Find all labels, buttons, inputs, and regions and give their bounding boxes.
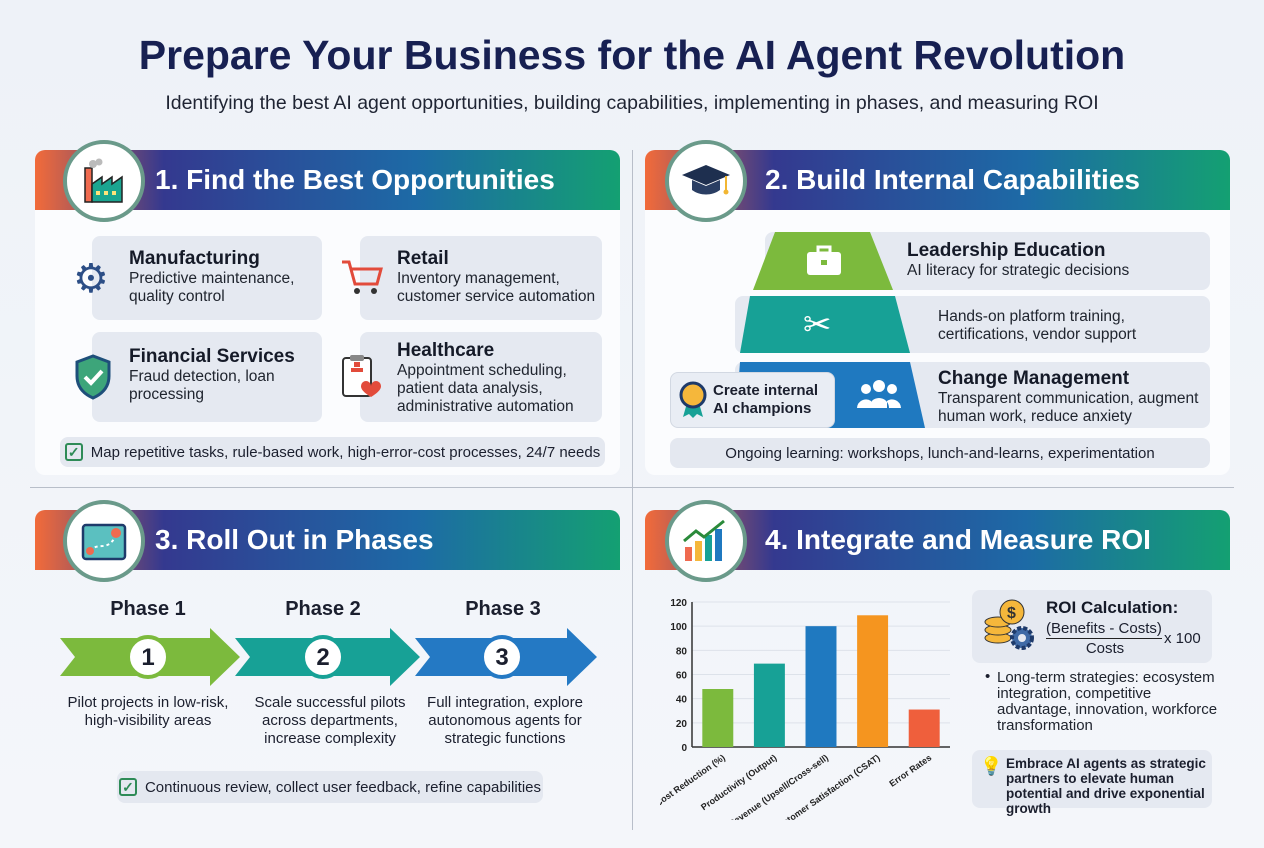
gear-icon: ⚙ bbox=[73, 257, 109, 301]
phase-3-number: 3 bbox=[480, 635, 524, 679]
page-subtitle: Identifying the best AI agent opportunit… bbox=[165, 92, 1099, 114]
tip-box: 💡 Embrace AI agents as strategic partner… bbox=[972, 750, 1212, 816]
opportunities-footer: ✓ Map repetitive tasks, rule-based work,… bbox=[60, 437, 605, 467]
roi-denominator: Costs bbox=[1085, 640, 1125, 657]
roi-numerator: (Benefits - Costs) bbox=[1046, 620, 1162, 639]
card-title: Healthcare bbox=[397, 340, 495, 361]
tip-text: Embrace AI agents as strategic partners … bbox=[1006, 756, 1206, 816]
section-opportunities: 1. Find the Best Opportunities Manufactu… bbox=[35, 140, 620, 475]
vertical-divider bbox=[632, 150, 633, 830]
section-capabilities: 2. Build Internal Capabilities Leadershi… bbox=[645, 140, 1230, 475]
shield-check-icon bbox=[73, 354, 113, 405]
svg-text:$: $ bbox=[1007, 605, 1016, 622]
lightbulb-icon: 💡 bbox=[980, 756, 1003, 776]
card-desc: Predictive maintenance, quality control bbox=[129, 270, 295, 305]
page-title: Prepare Your Business for the AI Agent R… bbox=[138, 32, 1126, 78]
bar-4 bbox=[857, 615, 889, 747]
phases-footer: ✓ Continuous review, collect user feedba… bbox=[117, 771, 543, 803]
tools-icon: ✂ bbox=[803, 306, 832, 344]
phase-2-desc: Scale successful pilots across departmen… bbox=[254, 694, 406, 747]
card-desc: Appointment scheduling, patient data ana… bbox=[397, 362, 574, 415]
award-ribbon-icon bbox=[679, 381, 707, 418]
checkbox-icon: ✓ bbox=[64, 443, 83, 461]
y-tick-label: 60 bbox=[676, 671, 688, 682]
y-tick-label: 120 bbox=[670, 598, 687, 609]
phase-3-desc: Full integration, explore autonomous age… bbox=[427, 694, 583, 747]
bar-3 bbox=[805, 626, 837, 747]
tier-desc: Hands-on platform training, certificatio… bbox=[938, 308, 1137, 343]
card-healthcare: Healthcare Appointment scheduling, patie… bbox=[360, 332, 602, 422]
pyramid-tier-2 bbox=[740, 296, 910, 353]
y-tick-label: 20 bbox=[676, 719, 688, 730]
card-retail: Retail Inventory management, customer se… bbox=[360, 236, 602, 320]
card-title: Retail bbox=[397, 248, 449, 269]
roi-formula-box: $ ROI Calculation: (Benefits - Costs) Co… bbox=[972, 590, 1212, 663]
clipboard-heart-icon bbox=[339, 353, 381, 406]
coins-gear-icon: $ bbox=[984, 599, 1034, 650]
roi-multiplier: x 100 bbox=[1164, 630, 1201, 647]
card-desc: Inventory management, customer service a… bbox=[397, 270, 596, 305]
tier-desc: Transparent communication, augment human… bbox=[938, 390, 1199, 425]
horizontal-divider bbox=[30, 487, 1234, 488]
map-route-icon bbox=[63, 500, 145, 582]
y-tick-label: 40 bbox=[676, 695, 688, 706]
checkbox-icon: ✓ bbox=[118, 778, 137, 796]
card-financial-services: Financial Services Fraud detection, loan… bbox=[92, 332, 322, 422]
footer-text: Ongoing learning: workshops, lunch-and-l… bbox=[725, 444, 1155, 462]
capabilities-footer: Ongoing learning: workshops, lunch-and-l… bbox=[670, 438, 1210, 468]
card-desc: Fraud detection, loan processing bbox=[129, 368, 275, 403]
card-title: Financial Services bbox=[129, 346, 295, 367]
factory-icon bbox=[63, 140, 145, 222]
section-roi: 4. Integrate and Measure ROI bbox=[645, 500, 1230, 582]
phase-1-number: 1 bbox=[126, 635, 170, 679]
bullet-icon: • bbox=[985, 668, 991, 685]
phase-2-label: Phase 2 bbox=[285, 598, 361, 620]
long-term-strategies: Long-term strategies: ecosystem integrat… bbox=[997, 669, 1218, 734]
people-icon bbox=[857, 378, 901, 415]
x-tick-label: Error Rates bbox=[887, 752, 933, 788]
footer-text: Map repetitive tasks, rule-based work, h… bbox=[90, 443, 601, 461]
tier-desc: AI literacy for strategic decisions bbox=[907, 262, 1130, 279]
card-title: Manufacturing bbox=[129, 248, 260, 269]
champions-text: Create internal AI champions bbox=[713, 382, 819, 417]
roi-title: ROI Calculation: bbox=[1046, 598, 1179, 617]
tier-title: Change Management bbox=[938, 368, 1130, 389]
phase-1-desc: Pilot projects in low-risk, high-visibil… bbox=[67, 694, 229, 729]
x-tick-label: Revenue (Upsell/Cross-sell) bbox=[727, 752, 830, 820]
phase-2-number: 2 bbox=[301, 635, 345, 679]
tier-title: Leadership Education bbox=[907, 240, 1106, 261]
champions-callout: Create internal AI champions bbox=[670, 372, 835, 428]
shopping-cart-icon bbox=[340, 258, 384, 303]
bar-5 bbox=[908, 709, 940, 747]
footer-text: Continuous review, collect user feedback… bbox=[144, 778, 542, 796]
section-phases: 3. Roll Out in Phases bbox=[35, 500, 620, 830]
y-tick-label: 80 bbox=[676, 646, 688, 657]
graduation-cap-icon bbox=[665, 140, 747, 222]
growth-chart-icon bbox=[665, 500, 747, 582]
phase-3-label: Phase 3 bbox=[465, 598, 541, 620]
y-tick-label: 100 bbox=[670, 622, 687, 633]
bar-1 bbox=[702, 689, 734, 747]
bar-2 bbox=[753, 663, 785, 747]
y-tick-label: 0 bbox=[681, 743, 687, 754]
card-manufacturing: Manufacturing Predictive maintenance, qu… bbox=[92, 236, 322, 320]
phase-1-label: Phase 1 bbox=[110, 598, 186, 620]
briefcase-icon bbox=[805, 245, 843, 282]
